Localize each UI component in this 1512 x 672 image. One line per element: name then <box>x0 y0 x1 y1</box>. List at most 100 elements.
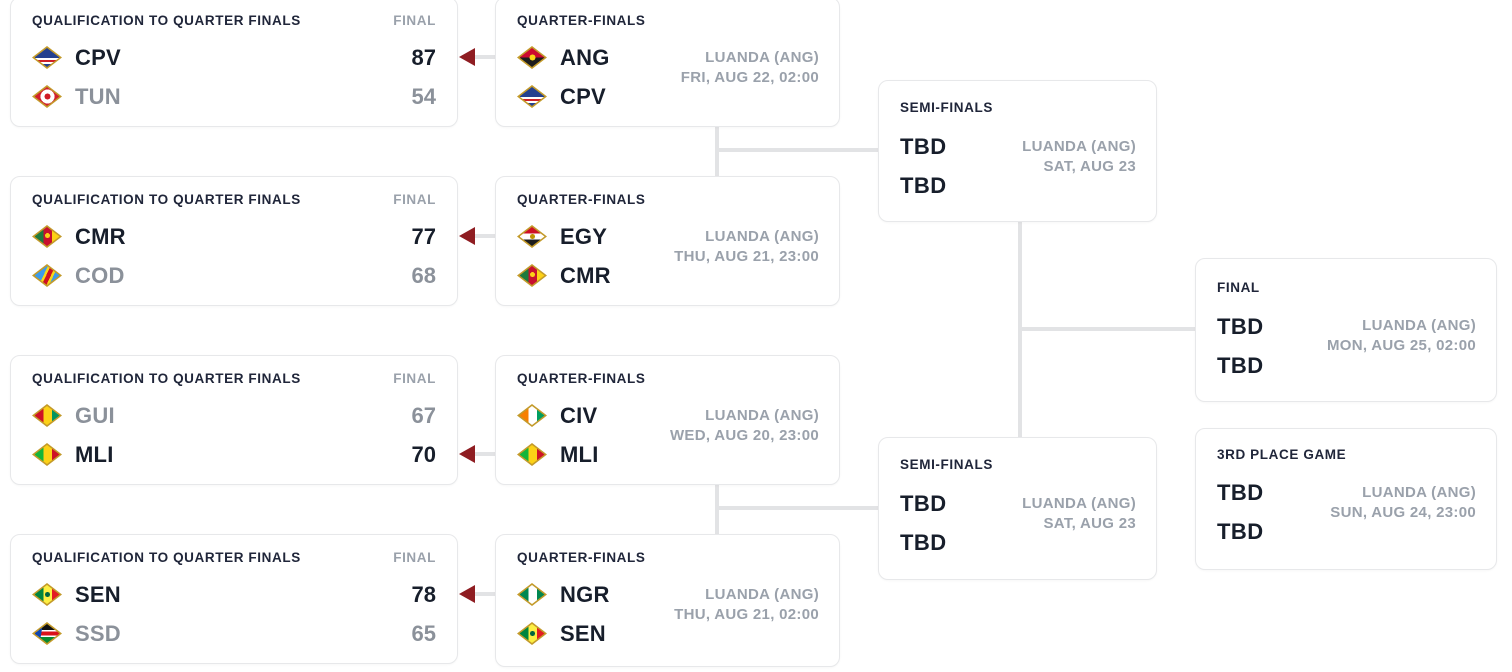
match-card-qualification-2[interactable]: QUALIFICATION TO QUARTER FINALS FINAL CM… <box>10 176 458 306</box>
civ-flag-icon <box>517 404 547 427</box>
match-status: FINAL <box>393 371 436 386</box>
team-score: 77 <box>411 223 436 249</box>
match-datetime: SAT, AUG 23 <box>1043 515 1136 532</box>
team-code: SEN <box>75 581 121 607</box>
card-title: QUARTER-FINALS <box>517 13 646 28</box>
team-code: EGY <box>560 223 608 249</box>
team-row: TBD <box>879 484 1156 523</box>
card-title: QUARTER-FINALS <box>517 550 646 565</box>
match-card-quarterfinal-1[interactable]: QUARTER-FINALS ANG CPV LUANDA (ANG) FRI,… <box>495 0 840 127</box>
match-datetime: THU, AUG 21, 02:00 <box>674 606 819 623</box>
team-score: 70 <box>411 441 436 467</box>
team-score: 87 <box>411 44 436 70</box>
team-score: 65 <box>411 620 436 646</box>
team-row: CMR 77 <box>11 217 457 256</box>
mli-flag-icon <box>517 443 547 466</box>
team-row: TBD <box>1196 346 1496 385</box>
venue: LUANDA (ANG) <box>1022 495 1136 512</box>
team-code: CMR <box>560 262 611 288</box>
match-card-quarterfinal-2[interactable]: QUARTER-FINALS EGY CMR LUANDA (ANG) THU,… <box>495 176 840 306</box>
venue-block: LUANDA (ANG) THU, AUG 21, 23:00 <box>674 227 819 267</box>
team-row: TBD <box>879 523 1156 562</box>
team-row: ANG <box>496 38 839 77</box>
match-card-quarterfinal-3[interactable]: QUARTER-FINALS CIV MLI LUANDA (ANG) WED,… <box>495 355 840 485</box>
venue: LUANDA (ANG) <box>1362 317 1476 334</box>
venue-block: LUANDA (ANG) FRI, AUG 22, 02:00 <box>681 48 819 88</box>
team-row: NGR <box>496 575 839 614</box>
venue-block: LUANDA (ANG) MON, AUG 25, 02:00 <box>1327 316 1476 356</box>
cod-flag-icon <box>32 264 62 287</box>
team-code: COD <box>75 262 125 288</box>
team-row: TBD <box>1196 307 1496 346</box>
match-datetime: SUN, AUG 24, 23:00 <box>1330 504 1476 521</box>
match-card-third-place[interactable]: 3RD PLACE GAME TBD TBD LUANDA (ANG) SUN,… <box>1195 428 1497 570</box>
match-card-qualification-1[interactable]: QUALIFICATION TO QUARTER FINALS FINAL CP… <box>10 0 458 127</box>
venue: LUANDA (ANG) <box>705 586 819 603</box>
team-row: CPV <box>496 77 839 116</box>
team-code: CMR <box>75 223 126 249</box>
team-row: SEN 78 <box>11 575 457 614</box>
winner-arrow-icon <box>459 48 475 66</box>
venue: LUANDA (ANG) <box>705 407 819 424</box>
team-code: CIV <box>560 402 598 428</box>
connector-line <box>462 452 495 456</box>
card-title: QUALIFICATION TO QUARTER FINALS <box>32 13 301 28</box>
match-status: FINAL <box>393 550 436 565</box>
venue: LUANDA (ANG) <box>1022 138 1136 155</box>
match-card-semifinal-2[interactable]: SEMI-FINALS TBD TBD LUANDA (ANG) SAT, AU… <box>878 437 1157 580</box>
gui-flag-icon <box>32 404 62 427</box>
card-title: QUALIFICATION TO QUARTER FINALS <box>32 192 301 207</box>
connector-line <box>462 592 495 596</box>
venue-block: LUANDA (ANG) SUN, AUG 24, 23:00 <box>1330 483 1476 523</box>
team-row: MLI 70 <box>11 435 457 474</box>
team-row: TBD <box>879 166 1156 205</box>
team-placeholder: TBD <box>900 490 947 516</box>
venue: LUANDA (ANG) <box>1362 484 1476 501</box>
match-card-quarterfinal-4[interactable]: QUARTER-FINALS NGR SEN LUANDA (ANG) THU,… <box>495 534 840 667</box>
team-placeholder: TBD <box>900 133 947 159</box>
sen-flag-icon <box>517 622 547 645</box>
winner-arrow-icon <box>459 585 475 603</box>
match-card-qualification-4[interactable]: QUALIFICATION TO QUARTER FINALS FINAL SE… <box>10 534 458 664</box>
match-card-semifinal-1[interactable]: SEMI-FINALS TBD TBD LUANDA (ANG) SAT, AU… <box>878 80 1157 222</box>
tun-flag-icon <box>32 85 62 108</box>
team-score: 68 <box>411 262 436 288</box>
team-placeholder: TBD <box>900 172 947 198</box>
team-code: NGR <box>560 581 610 607</box>
card-title: SEMI-FINALS <box>900 100 993 115</box>
ang-flag-icon <box>517 46 547 69</box>
team-placeholder: TBD <box>1217 352 1264 378</box>
team-code: MLI <box>75 441 114 467</box>
cpv-flag-icon <box>32 46 62 69</box>
team-code: CPV <box>75 44 121 70</box>
team-row: SEN <box>496 614 839 653</box>
team-row: COD 68 <box>11 256 457 295</box>
match-datetime: SAT, AUG 23 <box>1043 158 1136 175</box>
card-title: QUALIFICATION TO QUARTER FINALS <box>32 550 301 565</box>
team-row: TUN 54 <box>11 77 457 116</box>
match-status: FINAL <box>393 13 436 28</box>
cpv-flag-icon <box>517 85 547 108</box>
connector-line <box>715 148 878 152</box>
connector-line <box>462 55 495 59</box>
connector-line <box>1018 327 1195 331</box>
sen-flag-icon <box>32 583 62 606</box>
team-score: 54 <box>411 83 436 109</box>
team-code: TUN <box>75 83 121 109</box>
team-code: ANG <box>560 44 610 70</box>
ngr-flag-icon <box>517 583 547 606</box>
match-datetime: WED, AUG 20, 23:00 <box>669 427 819 444</box>
team-row: GUI 67 <box>11 396 457 435</box>
match-card-final[interactable]: FINAL TBD TBD LUANDA (ANG) MON, AUG 25, … <box>1195 258 1497 402</box>
venue-block: LUANDA (ANG) SAT, AUG 23 <box>1022 494 1136 534</box>
venue-block: LUANDA (ANG) SAT, AUG 23 <box>1022 137 1136 177</box>
card-title: 3RD PLACE GAME <box>1217 447 1347 462</box>
team-placeholder: TBD <box>900 529 947 555</box>
venue: LUANDA (ANG) <box>705 49 819 66</box>
venue-block: LUANDA (ANG) WED, AUG 20, 23:00 <box>670 406 819 446</box>
card-title: QUARTER-FINALS <box>517 192 646 207</box>
match-card-qualification-3[interactable]: QUALIFICATION TO QUARTER FINALS FINAL GU… <box>10 355 458 485</box>
team-row: TBD <box>1196 512 1496 551</box>
team-row: CPV 87 <box>11 38 457 77</box>
